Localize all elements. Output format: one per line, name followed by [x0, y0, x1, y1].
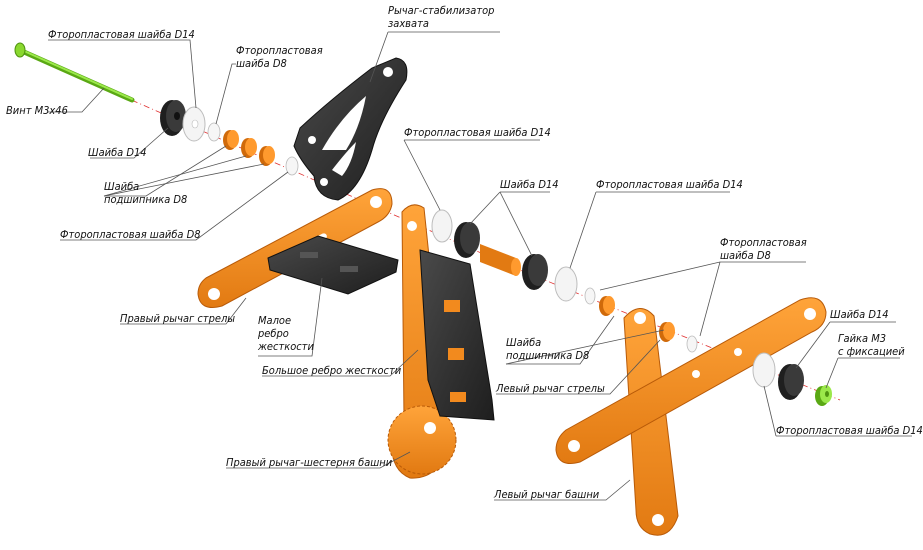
label-bearing-washer-d8-right: Шайба подшипника D8 — [506, 336, 590, 362]
label-left-tower-lever: Левый рычаг башни — [494, 488, 600, 501]
nut-m3-locking — [815, 385, 832, 406]
leader-lines — [48, 31, 912, 501]
ptfe-washer-d8-right-b — [686, 335, 698, 353]
big-stiffening-rib — [419, 249, 495, 421]
left-boom-lever — [555, 297, 827, 464]
label-ptfe-washer-d8-top: Фторопластовая шайба D8 — [236, 44, 323, 70]
label-right-tower-gear-lever: Правый рычаг-шестерня башни — [226, 456, 393, 469]
ptfe-washer-d8-left — [285, 156, 299, 176]
washer-d14-left — [160, 100, 186, 136]
bearing-washers-d8-left — [223, 130, 275, 166]
washer-d14-mid — [454, 222, 480, 258]
label-big-stiffening-rib: Большое ребро жесткости — [262, 364, 402, 377]
label-gripper-stabilizer-lever: Рычаг-стабилизатор захвата — [388, 4, 495, 30]
bearing-washer-d8-right-b — [659, 322, 675, 342]
label-small-stiffening-rib: Малое ребро жесткости — [258, 314, 314, 353]
label-ptfe-washer-d14-bottom: Фторопластовая шайба D14 — [776, 424, 923, 437]
ptfe-washer-d8-right-a — [584, 287, 596, 305]
gripper-stabilizer-lever — [293, 57, 408, 201]
ptfe-washer-d14-bottom — [752, 352, 776, 388]
bearing-sleeve-mid — [480, 244, 521, 276]
bearing-washer-d8-right-a — [599, 296, 615, 316]
label-ptfe-washer-d14-mid: Фторопластовая шайба D14 — [404, 126, 551, 139]
label-left-boom-lever: Левый рычаг стрелы — [496, 382, 605, 395]
label-ptfe-washer-d8-left: Фторопластовая шайба D8 — [60, 228, 201, 241]
ptfe-washer-d14-mid — [431, 209, 453, 243]
label-ptfe-washer-d14-top: Фторопластовая шайба D14 — [48, 28, 195, 41]
small-stiffening-rib — [267, 235, 399, 295]
ptfe-washer-d14-right — [554, 266, 578, 302]
label-ptfe-washer-d8-right: Фторопластовая шайба D8 — [720, 236, 807, 262]
label-washer-d14-mid: Шайба D14 — [500, 178, 559, 191]
label-ptfe-washer-d14-right: Фторопластовая шайба D14 — [596, 178, 743, 191]
washer-d14-mid-2 — [522, 254, 548, 290]
washer-d14-right — [778, 364, 804, 400]
screw-m3x46 — [14, 42, 135, 103]
label-right-boom-lever: Правый рычаг стрелы — [120, 312, 236, 325]
label-washer-d14-left: Шайба D14 — [88, 146, 147, 159]
right-tower-gear-lever — [387, 204, 457, 479]
ptfe-washer-d8-top — [207, 122, 221, 142]
label-screw-m3x46: Винт М3х46 — [6, 104, 68, 117]
label-bearing-washer-d8-left: Шайба подшипника D8 — [104, 180, 188, 206]
label-nut-m3: Гайка М3 с фиксацией — [838, 332, 905, 358]
label-washer-d14-right: Шайба D14 — [830, 308, 889, 321]
ptfe-washer-d14-left — [182, 106, 206, 142]
